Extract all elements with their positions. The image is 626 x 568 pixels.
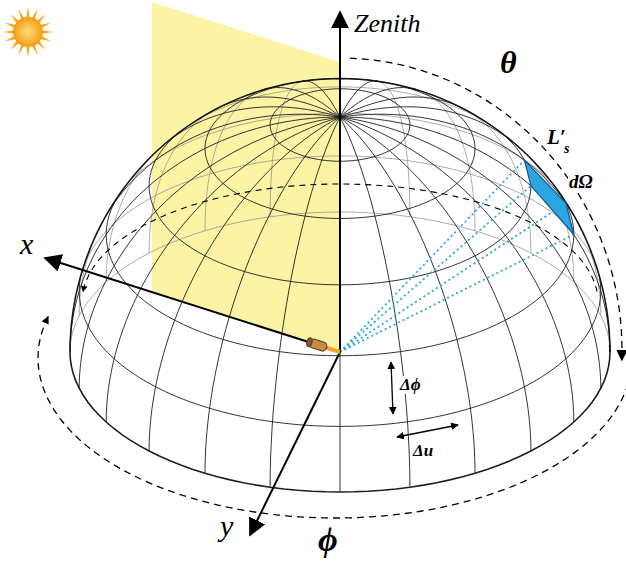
visible-grid-line [340, 117, 410, 487]
visible-grid-line [488, 124, 531, 186]
view-ray [340, 203, 566, 352]
zenith-angle-arc [350, 58, 622, 360]
increment-label: Δu [412, 442, 434, 460]
sun-ray [26, 46, 29, 57]
sensor-mount [327, 348, 340, 352]
zenith-axis [339, 12, 341, 352]
sun-ray [42, 30, 53, 33]
visible-grid-line [340, 114, 582, 230]
angle-label: θ [500, 46, 517, 80]
angle-label: ϕ [318, 522, 338, 558]
x-axis [45, 258, 340, 352]
visible-grid-line [340, 81, 377, 117]
sun-disc [13, 17, 43, 47]
camera-lens [306, 337, 313, 347]
delta-phi-arrow [391, 362, 393, 414]
visible-grid-line [70, 352, 610, 492]
axis-label: Zenith [354, 10, 420, 37]
visible-grid-line [340, 88, 419, 117]
azimuth-arc [38, 317, 626, 518]
y-axis [250, 352, 340, 535]
delta-u-arrow [397, 425, 458, 437]
solid-angle-label: dΩ [568, 172, 594, 192]
visible-grid-line [270, 117, 340, 487]
hidden-grid-line [106, 152, 156, 282]
sun-plane [152, 2, 340, 352]
view-ray [340, 186, 531, 352]
visible-grid-line [98, 114, 340, 230]
visible-grid-line [340, 117, 601, 388]
visible-grid-line [79, 117, 340, 388]
camera-symbol [306, 337, 328, 352]
sky-element-patch [524, 160, 573, 234]
sun-ray [26, 7, 29, 18]
axis-label: x [20, 228, 33, 260]
visible-grid-line [340, 117, 574, 422]
view-ray [340, 160, 524, 352]
visible-grid-line [205, 117, 340, 473]
view-ray [340, 235, 574, 353]
sun-icon [3, 7, 53, 57]
visible-grid-line [261, 88, 340, 117]
sun-ray [3, 30, 14, 33]
visible-grid-line [303, 81, 340, 117]
visible-grid-line [106, 117, 340, 422]
increment-label: Δϕ [399, 376, 422, 394]
axis-label: y [220, 510, 233, 542]
hidden-grid-line [524, 152, 574, 282]
radiance-subscript: s [563, 142, 570, 157]
